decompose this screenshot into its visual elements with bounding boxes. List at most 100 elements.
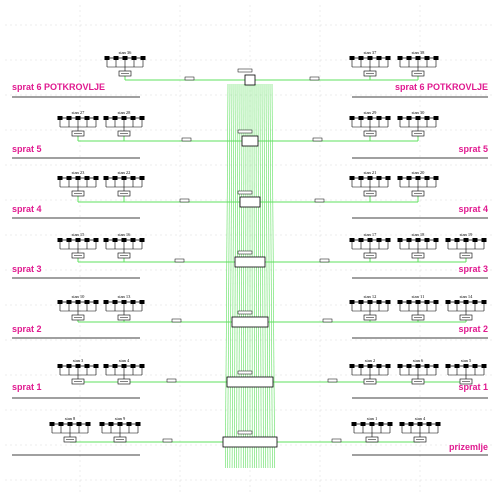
floor-label-right: sprat 3 — [458, 264, 488, 274]
outlet-icon — [112, 176, 118, 180]
cable-tag — [181, 137, 192, 142]
riser-cable — [242, 83, 245, 469]
outlet-icon — [117, 422, 123, 426]
riser-cable — [259, 83, 262, 469]
outlet-icon — [84, 364, 90, 368]
apartment-unit: stan 1 — [351, 416, 393, 443]
cable-tag — [312, 137, 323, 142]
riser-cable — [231, 83, 235, 469]
junction-box — [222, 436, 278, 448]
outlet-icon — [376, 300, 382, 304]
outlet-icon — [93, 116, 99, 120]
outlet-icon — [84, 116, 90, 120]
outlet-icon — [406, 238, 412, 242]
outlet-icon — [93, 364, 99, 368]
outlet-icon — [103, 300, 109, 304]
outlet-icon — [367, 116, 373, 120]
outlet-icon — [406, 176, 412, 180]
cable-tag — [331, 438, 342, 443]
outlet-icon — [358, 238, 364, 242]
riser-cable — [236, 83, 239, 469]
outlet-icon — [369, 422, 375, 426]
cable-tag — [309, 76, 320, 81]
outlet-icon — [349, 116, 355, 120]
riser-cable — [271, 83, 275, 469]
outlet-icon — [481, 364, 487, 368]
junction-tag — [237, 250, 253, 255]
apartment-unit: stan 10 — [57, 294, 99, 321]
cable-tag — [174, 258, 185, 263]
outlet-icon — [397, 176, 403, 180]
outlet-icon — [112, 364, 118, 368]
riser-cable — [255, 83, 258, 469]
outlet-icon — [84, 238, 90, 242]
outlet-icon — [84, 300, 90, 304]
unit-label: stan 36 — [119, 50, 133, 55]
floor-label-right: sprat 4 — [458, 204, 488, 214]
outlet-icon — [360, 422, 366, 426]
unit-label: stan 11 — [412, 294, 425, 299]
outlet-icon — [349, 238, 355, 242]
outlet-icon — [57, 238, 63, 242]
apartment-unit: stan 5 — [445, 358, 487, 385]
outlet-icon — [424, 300, 430, 304]
unit-label: stan 19 — [460, 232, 474, 237]
outlet-icon — [49, 422, 55, 426]
floor-label-right: sprat 1 — [458, 382, 488, 392]
junction-tag — [237, 129, 253, 134]
outlet-icon — [75, 176, 81, 180]
junction-tag — [237, 68, 253, 73]
outlet-icon — [358, 56, 364, 60]
outlet-icon — [376, 56, 382, 60]
floor-label-left: sprat 6 POTKROVLJE — [12, 82, 106, 92]
outlet-icon — [415, 238, 421, 242]
unit-label: stan 9 — [115, 416, 126, 421]
outlet-icon — [376, 364, 382, 368]
outlet-icon — [103, 364, 109, 368]
outlet-icon — [139, 176, 145, 180]
outlet-icon — [57, 176, 63, 180]
outlet-icon — [454, 300, 460, 304]
riser-cable — [240, 83, 243, 469]
outlet-icon — [406, 300, 412, 304]
outlet-icon — [415, 176, 421, 180]
outlet-icon — [433, 56, 439, 60]
unit-label: stan 20 — [412, 170, 426, 175]
outlet-icon — [433, 238, 439, 242]
outlet-icon — [67, 422, 73, 426]
apartment-unit: stan 9 — [99, 416, 141, 443]
outlet-icon — [408, 422, 414, 426]
outlet-icon — [131, 56, 137, 60]
outlet-icon — [140, 56, 146, 60]
outlet-icon — [445, 238, 451, 242]
cable-tag — [166, 378, 177, 383]
unit-label: stan 14 — [460, 294, 474, 299]
apartment-unit: stan 36 — [104, 50, 146, 77]
outlet-icon — [433, 364, 439, 368]
outlet-icon — [399, 422, 405, 426]
outlet-icon — [358, 300, 364, 304]
outlet-icon — [463, 238, 469, 242]
outlet-icon — [426, 422, 432, 426]
floor-label-left: sprat 1 — [12, 382, 42, 392]
apartment-unit: stan 12 — [349, 294, 391, 321]
junction-box — [234, 256, 266, 268]
outlet-icon — [385, 56, 391, 60]
outlet-icon — [415, 300, 421, 304]
junction-box — [239, 196, 261, 208]
outlet-icon — [130, 176, 136, 180]
unit-label: stan 18 — [412, 232, 426, 237]
outlet-icon — [57, 364, 63, 368]
outlet-icon — [130, 300, 136, 304]
riser-cable — [267, 83, 271, 469]
unit-label: stan 4 — [415, 416, 426, 421]
floor-label-right: sprat 6 POTKROVLJE — [394, 82, 488, 92]
outlet-icon — [121, 116, 127, 120]
outlet-icon — [406, 56, 412, 60]
outlet-icon — [122, 56, 128, 60]
outlet-icon — [113, 56, 119, 60]
outlet-icon — [433, 116, 439, 120]
outlet-icon — [433, 300, 439, 304]
